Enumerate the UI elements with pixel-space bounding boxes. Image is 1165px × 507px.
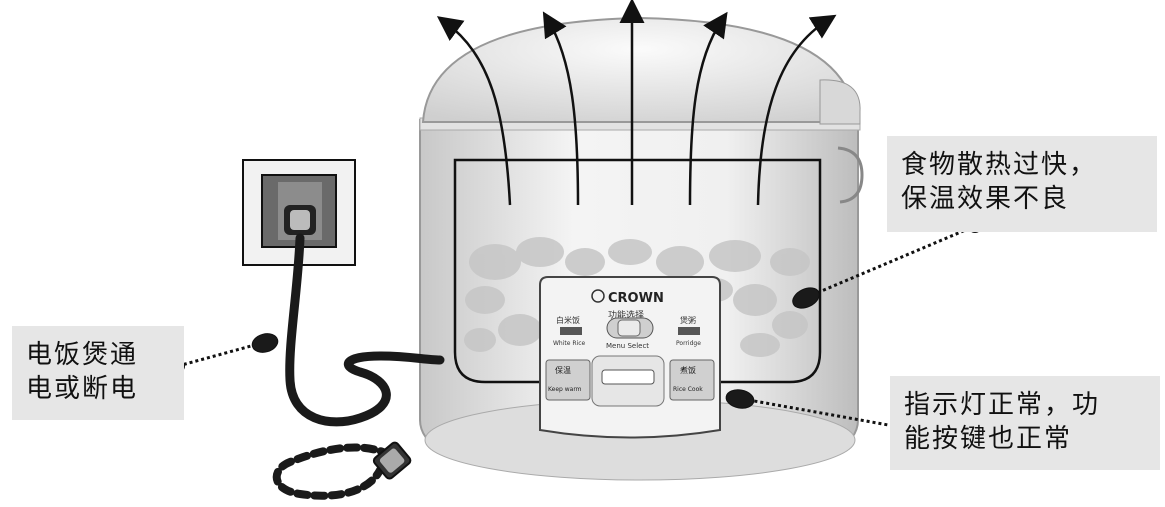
pointing-hand-icon [250,331,280,355]
white-rice-indicator [560,327,582,335]
white-rice-cn-label: 白米饭 [556,315,580,325]
callout-heat-loss-line2: 保温效果不良 [901,182,1143,216]
rice-cooker: CROWN 功能选择 Menu Select 白米饭 White Rice 煲粥… [420,18,862,480]
power-cord [277,238,440,496]
pointer-line-power [178,343,262,366]
callout-power: 电饭煲通 电或断电 [12,326,184,420]
unplugged-cord [277,447,390,495]
keep-warm-cn-label: 保温 [555,365,571,375]
white-rice-en-label: White Rice [553,340,585,347]
menu-select-en-label: Menu Select [606,342,649,350]
callout-power-line2: 电或断电 [26,372,170,406]
callout-indicator-status-line2: 能按键也正常 [904,422,1146,456]
callout-heat-loss-line1: 食物散热过快， [901,148,1143,182]
callout-heat-loss: 食物散热过快， 保温效果不良 [887,136,1157,232]
porridge-cn-label: 煲粥 [680,315,696,325]
porridge-indicator [678,327,700,335]
callout-indicator-status-line1: 指示灯正常，功 [904,388,1146,422]
rice-cook-cn-label: 煮饭 [680,365,696,375]
brand-label: CROWN [608,291,664,306]
keep-warm-en-label: Keep warm [548,386,582,393]
callout-power-line1: 电饭煲通 [26,338,170,372]
callout-indicator-status: 指示灯正常，功 能按键也正常 [890,376,1160,470]
lid-hinge [820,80,860,124]
cooker-lid [423,18,856,122]
rice-cook-en-label: Rice Cook [673,386,703,393]
control-panel: CROWN 功能选择 Menu Select 白米饭 White Rice 煲粥… [540,277,720,438]
porridge-en-label: Porridge [676,340,701,347]
